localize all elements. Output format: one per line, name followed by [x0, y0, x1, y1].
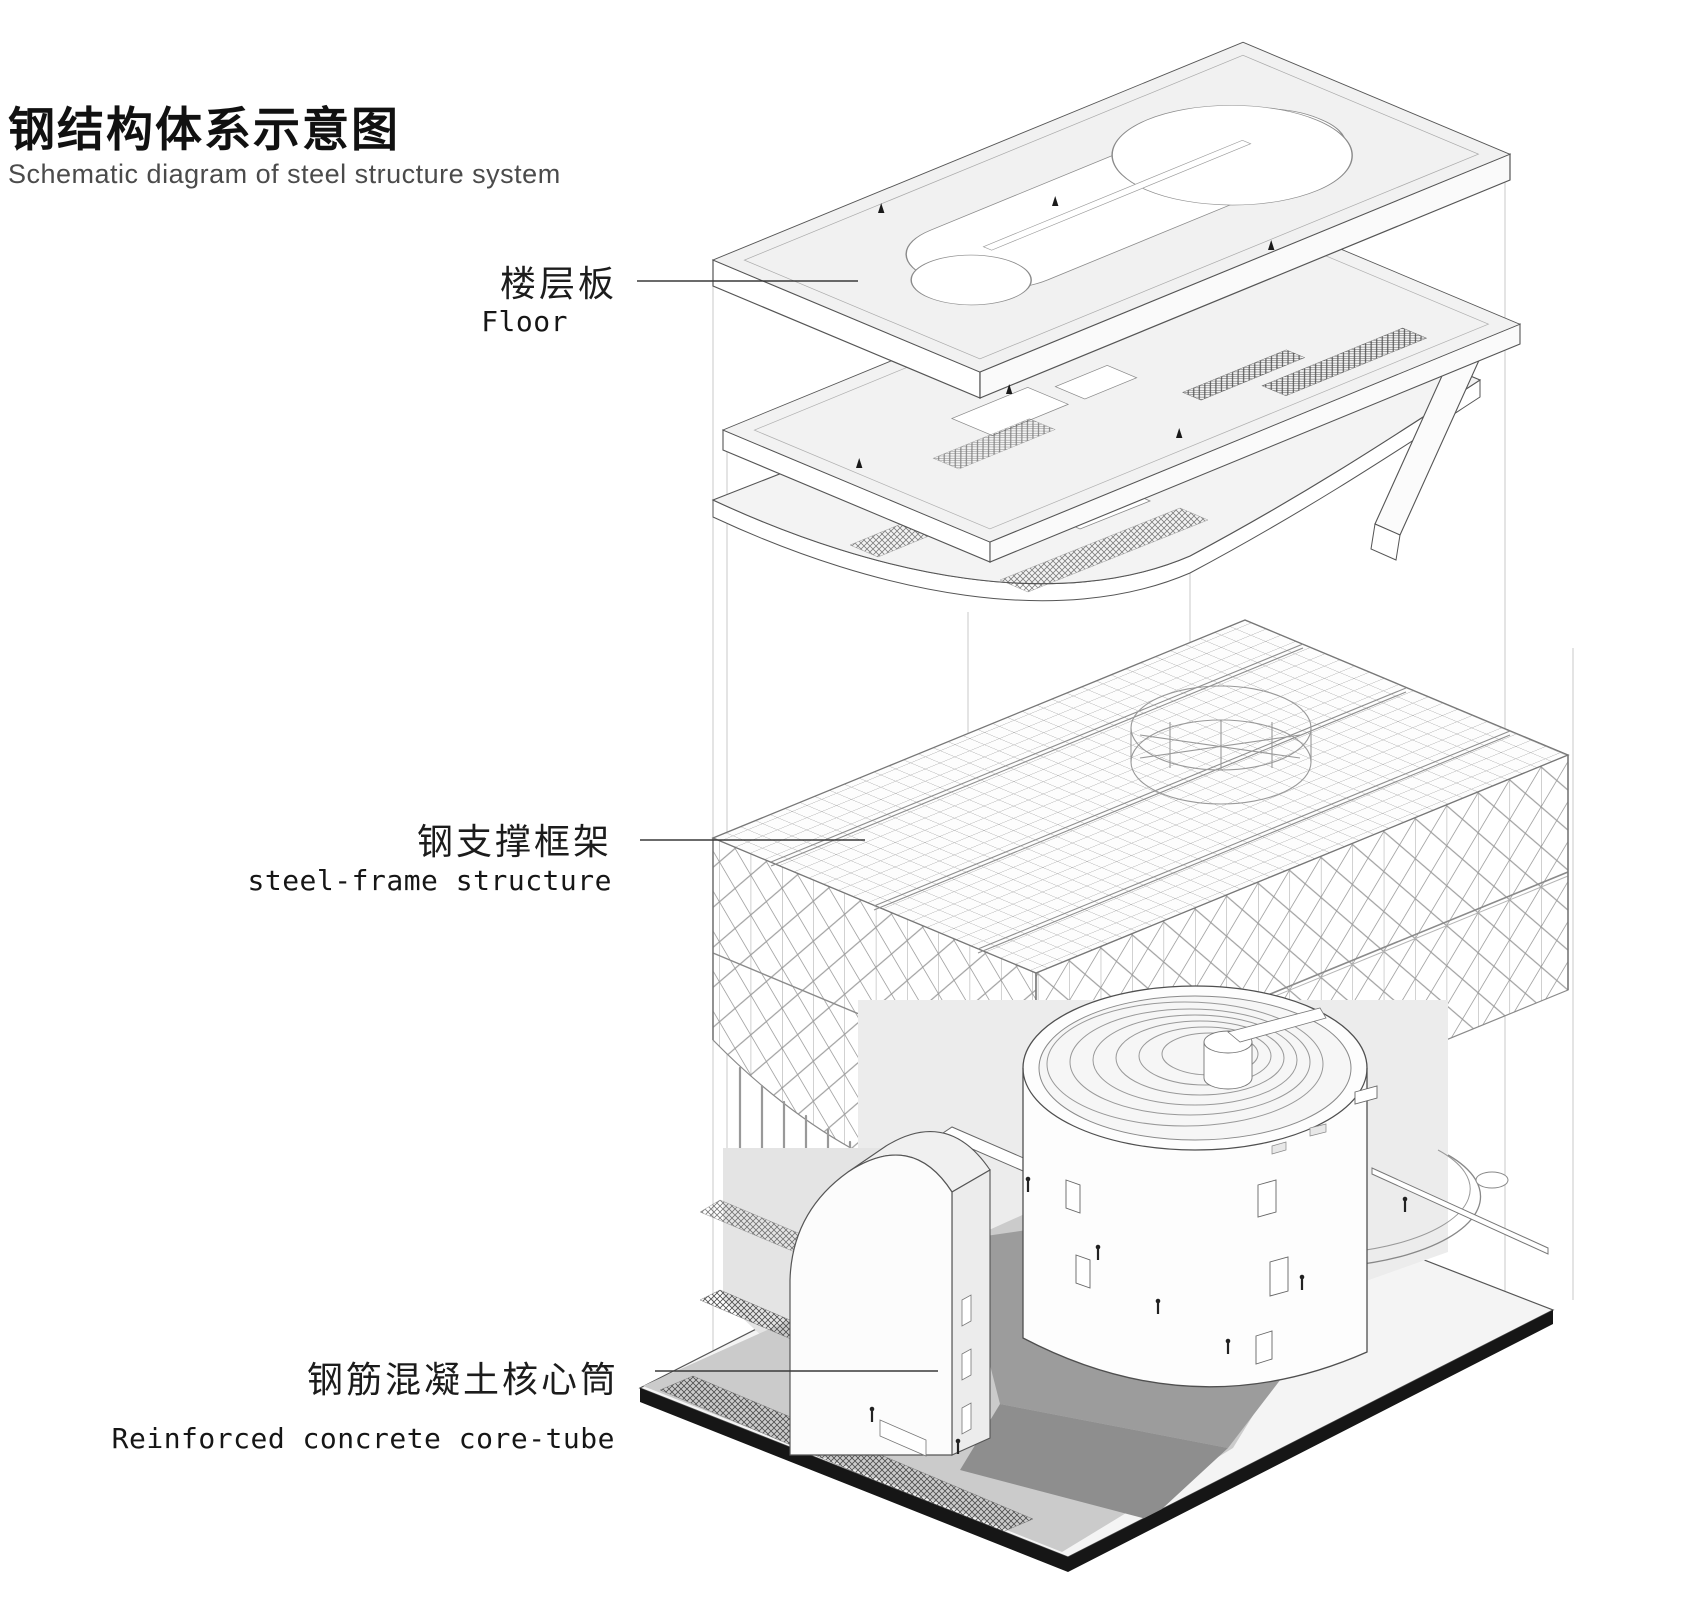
stair-hatch	[999, 507, 1209, 593]
page-subtitle: Schematic diagram of steel structure sys…	[8, 159, 561, 189]
label-steel-frame-en: steel-frame structure	[247, 864, 612, 897]
right-core-tube	[1022, 985, 1378, 1388]
rim-details	[1271, 1123, 1327, 1155]
annotation-core-tube: 钢筋混凝土核心筒 Reinforced concrete core-tube	[112, 1359, 938, 1455]
page-title: 钢结构体系示意图	[8, 103, 400, 156]
stair-hatch	[932, 418, 1056, 470]
label-floor-en: Floor	[481, 305, 568, 338]
floor-layer	[711, 41, 1521, 602]
roof-room	[1054, 364, 1138, 400]
round-opening-large	[1111, 105, 1353, 206]
label-core-tube-zh: 钢筋混凝土核心筒	[307, 1359, 619, 1400]
spiral-ramp	[1046, 1001, 1324, 1127]
left-core-tube	[789, 1131, 991, 1457]
label-core-tube-en: Reinforced concrete core-tube	[112, 1422, 615, 1455]
annotation-steel-frame: 钢支撑框架 steel-frame structure	[247, 821, 865, 897]
label-floor-zh: 楼层板	[500, 263, 617, 304]
cast-shadow-dark	[960, 1404, 1228, 1520]
truss-top-face	[711, 619, 1570, 974]
core-windows	[879, 1294, 972, 1457]
label-steel-frame-zh: 钢支撑框架	[417, 821, 612, 862]
grating-bar	[1182, 349, 1306, 401]
header-block: 钢结构体系示意图 Schematic diagram of steel stru…	[8, 103, 561, 189]
center-pillar	[1203, 1007, 1327, 1090]
floor-slab-middle	[721, 211, 1521, 563]
annotation-floor: 楼层板 Floor	[481, 263, 858, 338]
base-layer	[638, 985, 1555, 1572]
round-opening-small	[910, 254, 1032, 306]
floor-slab-upper	[711, 41, 1512, 399]
truss-drum	[1130, 685, 1312, 805]
cylinder-windows	[1065, 1085, 1378, 1365]
railing-wall	[982, 139, 1252, 251]
grating-bar	[1261, 327, 1428, 397]
